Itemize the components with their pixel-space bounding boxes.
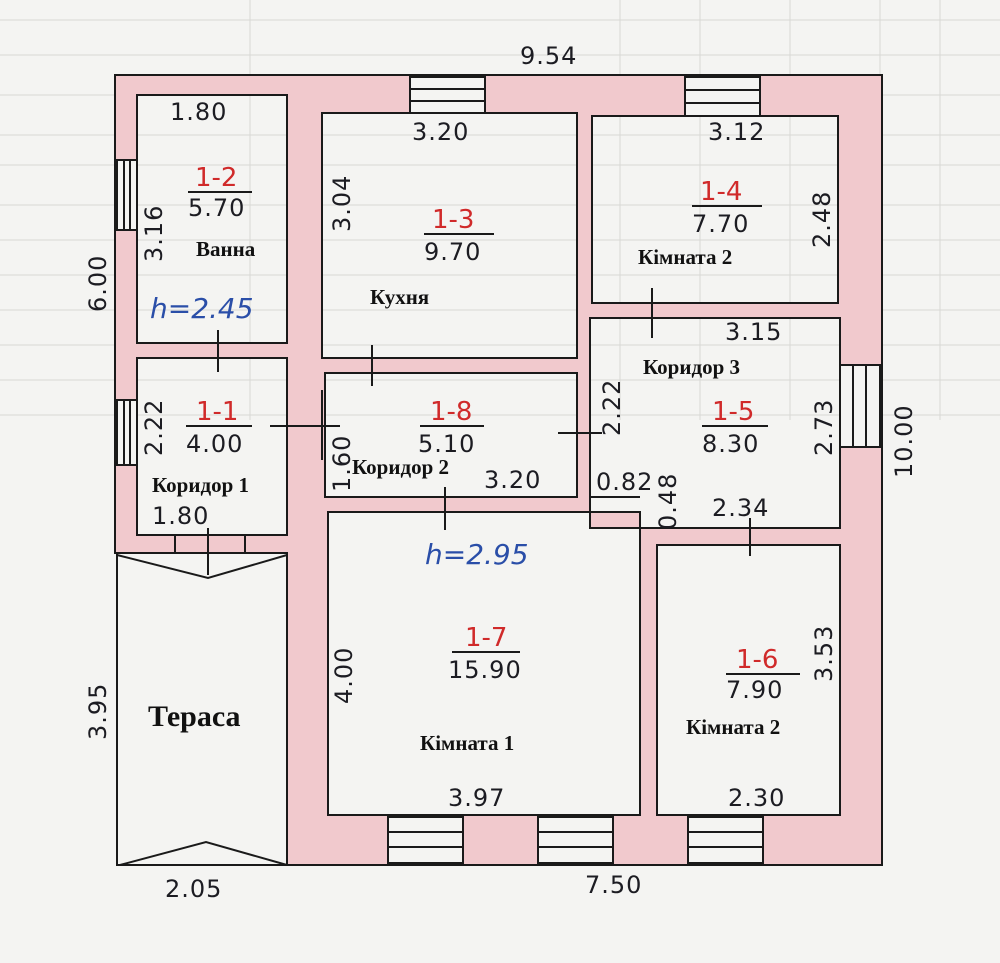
room-1-2-number: 1-2 [195,163,237,193]
windows [116,76,881,864]
room-1-4: 3.12 1-4 7.70 2.48 Кімната 2 [638,118,836,269]
room-1-7-name: Кімната 1 [420,731,514,755]
room-1-2-height: 3.16 [140,205,168,262]
room-1-6-top-width: 2.34 [712,494,769,522]
room-1-6: 2.34 1-6 7.90 3.53 Кімната 2 2.30 [686,494,838,812]
room-1-5-area: 8.30 [702,430,759,458]
dim-bottom-left: 2.05 [165,875,222,903]
room-1-8: 1.60 1-8 5.10 Коридор 2 3.20 [328,397,541,494]
window-right-corridor3 [839,364,881,448]
dim-bottom-main: 7.50 [585,871,642,899]
height-label-1: h=2.45 [150,292,254,325]
room-1-7-number: 1-7 [465,623,507,653]
room-1-8-number: 1-8 [430,397,472,427]
room-1-6-number: 1-6 [736,645,778,675]
room-1-5-width: 3.15 [725,318,782,346]
dim-left-lower: 3.95 [84,683,112,740]
window-bottom-1 [387,816,464,864]
room-1-3-height: 3.04 [328,175,356,232]
room-1-2: 1.80 1-2 5.70 3.16 Ванна [140,98,256,262]
room-1-2-name: Ванна [196,237,256,261]
room-1-7-height: 4.00 [330,647,358,704]
room-1-4-number: 1-4 [700,177,742,207]
room-1-1-area: 4.00 [186,430,243,458]
room-1-1: 2.22 1-1 4.00 Коридор 1 1.80 [140,397,252,530]
room-1-2-area: 5.70 [188,194,245,222]
room-1-1-height: 2.22 [140,399,168,456]
room-1-5-side: 2.22 [598,379,626,436]
room-1-3-width: 3.20 [412,118,469,146]
window-left-bath [116,159,138,231]
room-1-8-area: 5.10 [418,430,475,458]
room-1-7-width: 3.97 [448,784,505,812]
room-1-8-width: 3.20 [484,466,541,494]
room-1-6-height: 3.53 [810,625,838,682]
room-1-3: 3.20 3.04 1-3 9.70 Кухня [328,118,494,309]
room-1-6-area: 7.90 [726,676,783,704]
dim-0-48: 0.48 [654,473,682,530]
room-1-2-width: 1.80 [170,98,227,126]
dim-right-total: 10.00 [890,404,918,478]
room-1-4-height: 2.48 [808,191,836,248]
room-1-5-height: 2.73 [810,399,838,456]
room-1-5: 3.15 Коридор 3 2.22 1-5 8.30 2.73 [598,318,838,458]
dim-top-total: 9.54 [520,42,577,70]
room-1-3-area: 9.70 [424,238,481,266]
room-1-1-width: 1.80 [152,502,209,530]
room-1-7: 4.00 1-7 15.90 Кімната 1 3.97 [330,623,522,812]
doors [174,288,751,575]
room-1-6-name: Кімната 2 [686,715,780,739]
room-1-5-number: 1-5 [712,397,754,427]
room-1-5-name: Коридор 3 [643,355,740,379]
room-1-1-name: Коридор 1 [152,473,249,497]
room-1-7-area: 15.90 [448,656,522,684]
room-1-8-name: Коридор 2 [352,455,449,479]
window-top-kitchen [409,76,486,114]
room-1-3-name: Кухня [370,285,429,309]
room-1-4-width: 3.12 [708,118,765,146]
height-label-2: h=2.95 [425,538,529,571]
terrace-name: Тераса [148,700,241,733]
dim-left-upper: 6.00 [84,255,112,312]
window-bottom-3 [687,816,764,864]
room-1-8-height: 1.60 [328,435,356,492]
room-1-3-number: 1-3 [432,205,474,235]
window-bottom-2 [537,816,614,864]
dim-0-82: 0.82 [596,468,653,496]
window-top-room2 [684,76,761,117]
window-left-corridor [116,399,138,466]
room-1-6-width: 2.30 [728,784,785,812]
terrace-outline [116,552,288,866]
room-1-4-name: Кімната 2 [638,245,732,269]
background-form-lines [0,0,1000,420]
room-1-1-number: 1-1 [196,397,238,427]
room-1-4-area: 7.70 [692,210,749,238]
